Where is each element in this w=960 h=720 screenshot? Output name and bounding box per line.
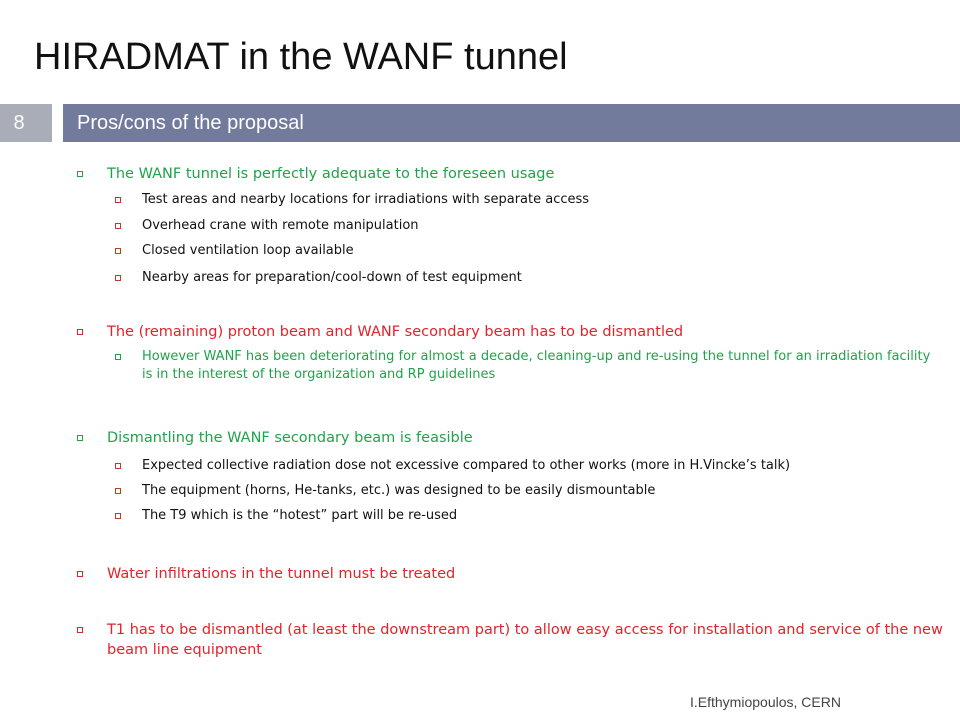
- list-item: Dismantling the WANF secondary beam is f…: [77, 428, 947, 448]
- bullet-text: The (remaining) proton beam and WANF sec…: [107, 324, 684, 340]
- list-item: Test areas and nearby locations for irra…: [115, 191, 942, 209]
- list-item: Water infiltrations in the tunnel must b…: [77, 564, 947, 584]
- square-bullet-icon: [77, 571, 83, 577]
- square-bullet-icon: [115, 197, 121, 203]
- slide-number-badge: 8: [0, 104, 52, 142]
- list-item: Overhead crane with remote manipulation: [115, 217, 942, 235]
- list-item: T1 has to be dismantled (at least the do…: [77, 620, 947, 660]
- bullet-text: The equipment (horns, He-tanks, etc.) wa…: [142, 483, 656, 498]
- square-bullet-icon: [77, 627, 83, 633]
- bullet-text: Test areas and nearby locations for irra…: [142, 192, 590, 207]
- section-header-bar: Pros/cons of the proposal: [63, 104, 960, 142]
- list-item: Closed ventilation loop available: [115, 242, 942, 260]
- square-bullet-icon: [115, 248, 121, 254]
- list-item: The (remaining) proton beam and WANF sec…: [77, 322, 947, 342]
- bullet-text: Closed ventilation loop available: [142, 243, 354, 258]
- bullet-text: The T9 which is the “hotest” part will b…: [142, 508, 458, 523]
- slide-title: HIRADMAT in the WANF tunnel: [34, 36, 568, 78]
- square-bullet-icon: [115, 488, 121, 494]
- bullet-text: Expected collective radiation dose not e…: [142, 458, 791, 473]
- bullet-text: T1 has to be dismantled (at least the do…: [107, 622, 943, 658]
- bullet-text: Nearby areas for preparation/cool-down o…: [142, 270, 522, 285]
- bullet-text: Overhead crane with remote manipulation: [142, 218, 419, 233]
- square-bullet-icon: [115, 513, 121, 519]
- square-bullet-icon: [115, 354, 121, 360]
- section-title: Pros/cons of the proposal: [77, 111, 304, 134]
- square-bullet-icon: [115, 223, 121, 229]
- slide-number: 8: [13, 111, 25, 134]
- list-item: Nearby areas for preparation/cool-down o…: [115, 269, 942, 287]
- bullet-text: However WANF has been deteriorating for …: [142, 349, 931, 382]
- square-bullet-icon: [115, 463, 121, 469]
- bullet-text: The WANF tunnel is perfectly adequate to…: [107, 166, 555, 182]
- square-bullet-icon: [77, 329, 83, 335]
- list-item: The equipment (horns, He-tanks, etc.) wa…: [115, 482, 942, 500]
- list-item: However WANF has been deteriorating for …: [115, 348, 942, 384]
- bullet-text: Water infiltrations in the tunnel must b…: [107, 566, 456, 582]
- slide-footer-author: I.Efthymiopoulos, CERN: [690, 694, 841, 710]
- square-bullet-icon: [77, 171, 83, 177]
- list-item: Expected collective radiation dose not e…: [115, 457, 942, 475]
- bullet-text: Dismantling the WANF secondary beam is f…: [107, 430, 473, 446]
- list-item: The WANF tunnel is perfectly adequate to…: [77, 164, 947, 184]
- square-bullet-icon: [115, 275, 121, 281]
- list-item: The T9 which is the “hotest” part will b…: [115, 507, 942, 525]
- square-bullet-icon: [77, 435, 83, 441]
